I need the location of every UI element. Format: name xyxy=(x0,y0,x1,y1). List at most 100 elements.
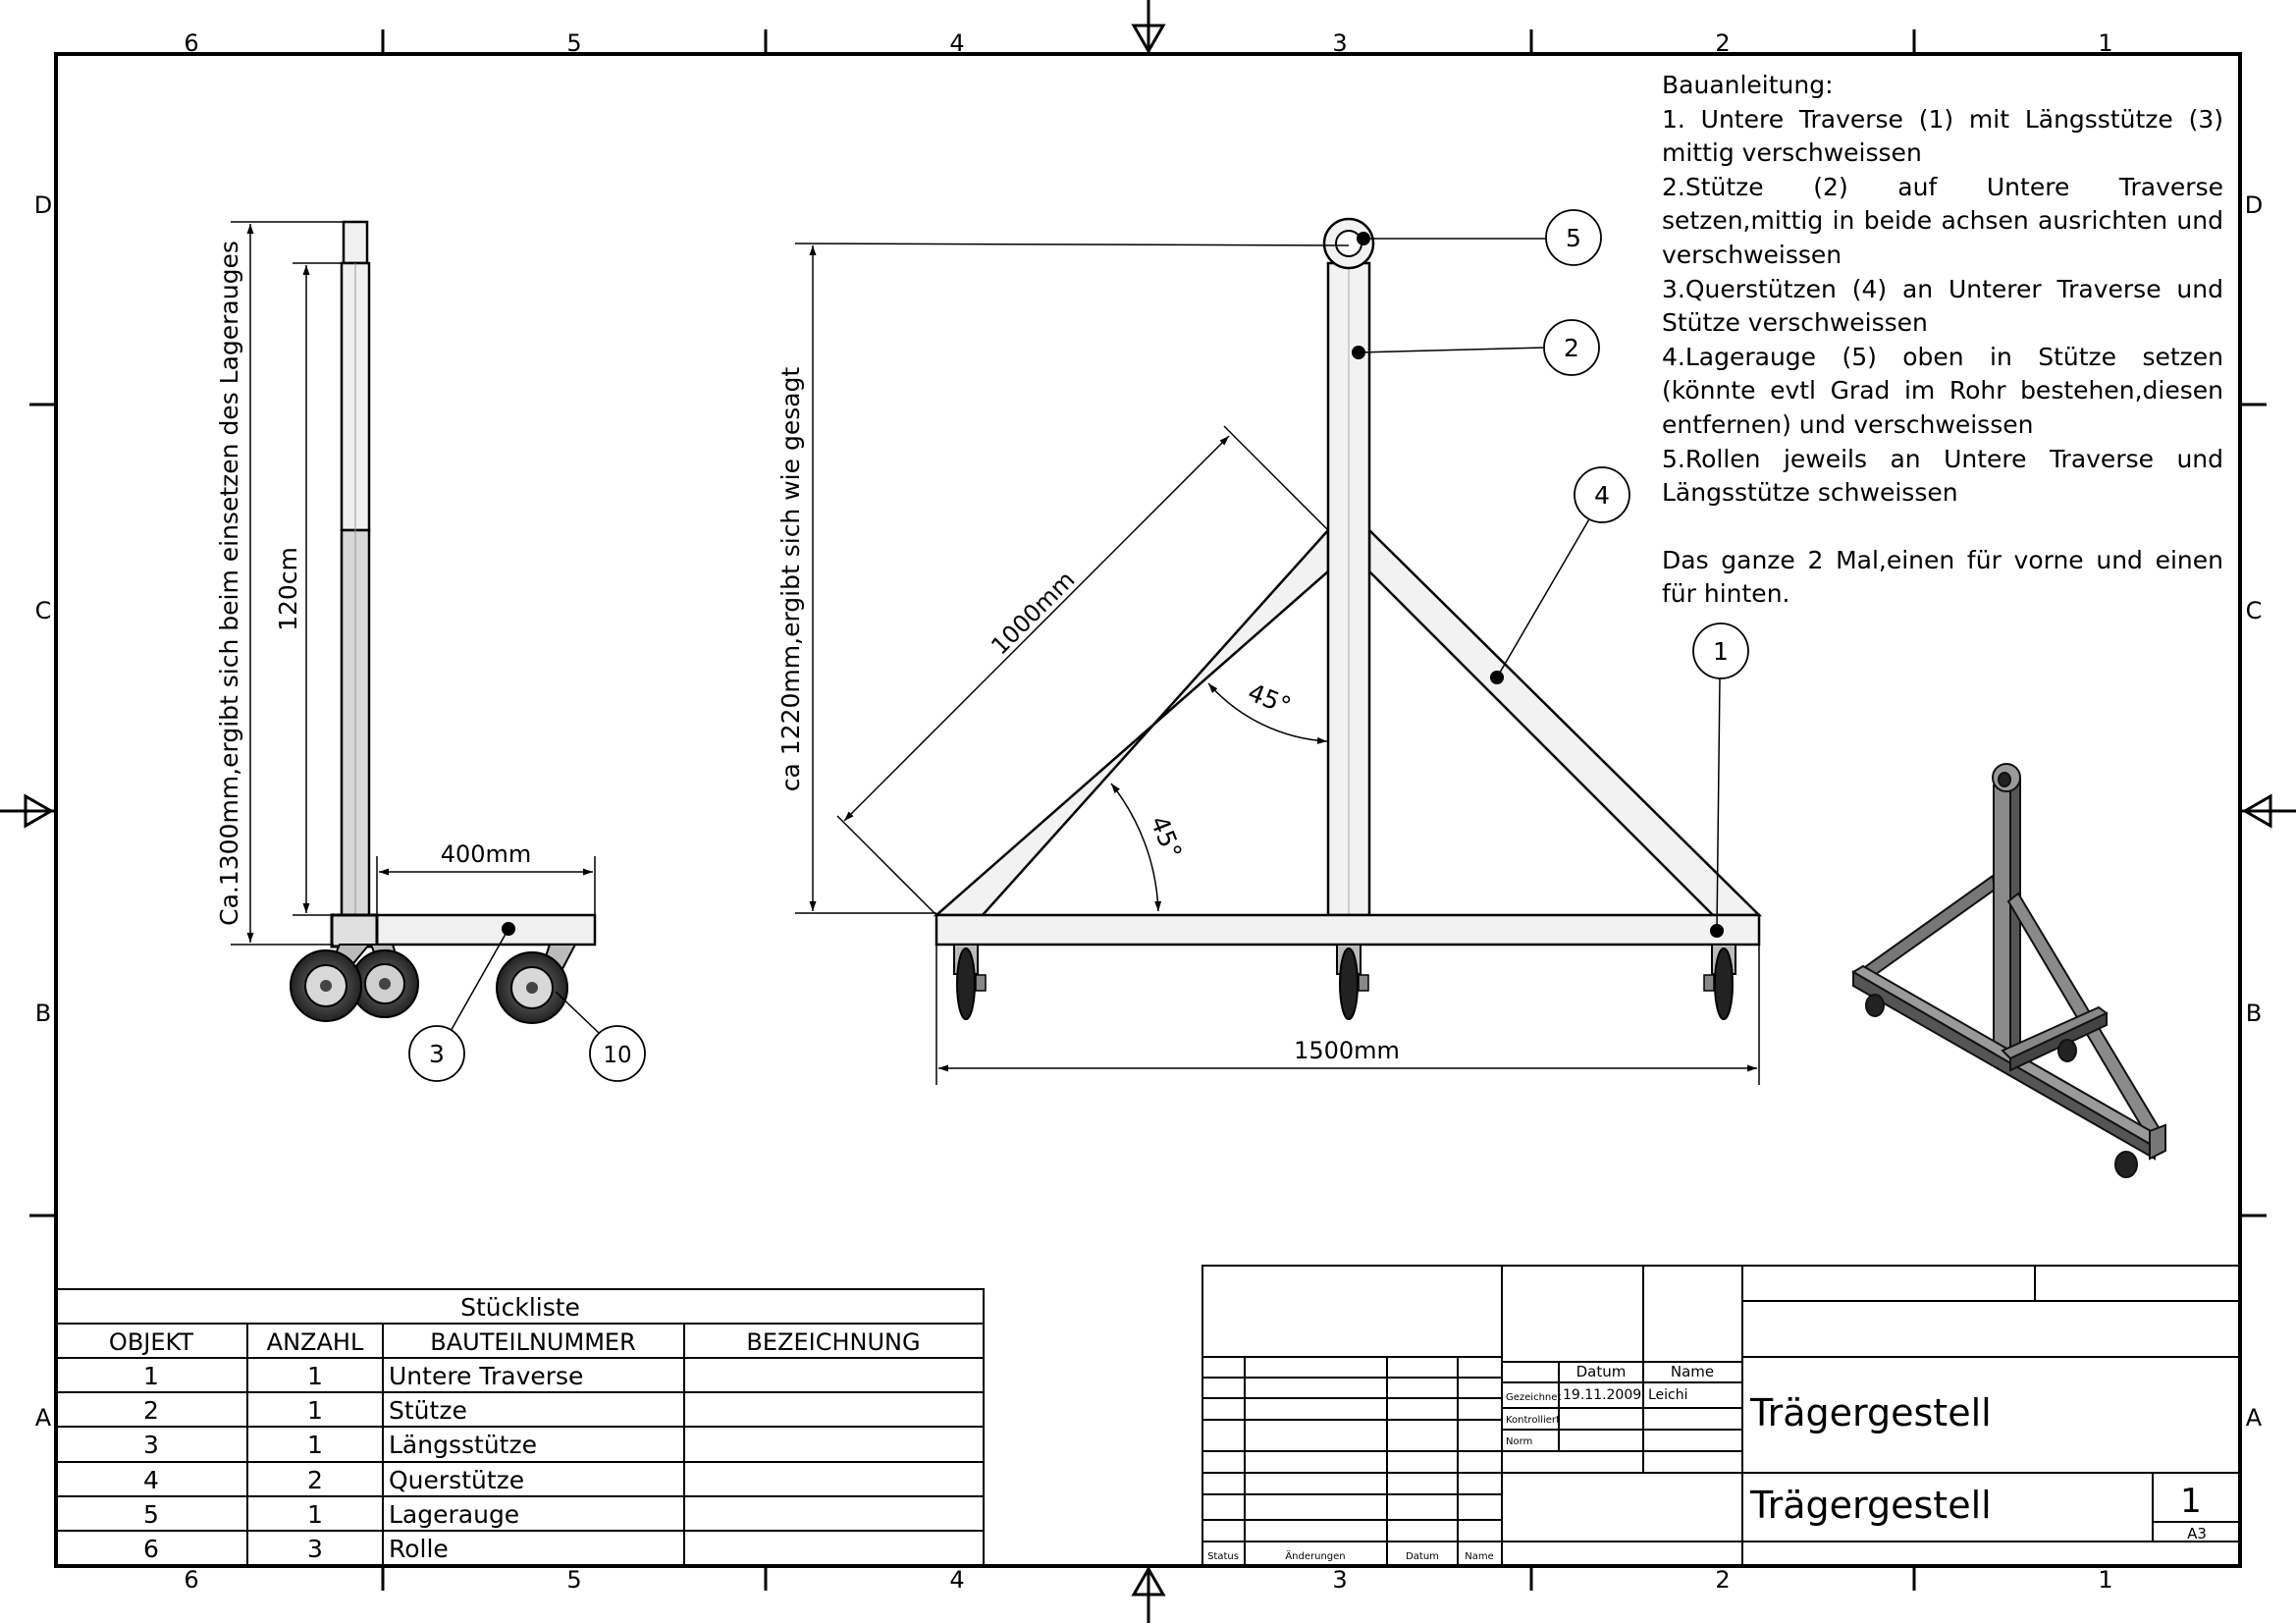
parts-header: ANZAHL xyxy=(267,1328,364,1356)
svg-text:3: 3 xyxy=(307,1535,323,1563)
svg-text:2: 2 xyxy=(307,1466,323,1494)
balloon-10: 10 xyxy=(555,991,646,1082)
svg-text:1: 1 xyxy=(307,1396,323,1425)
svg-text:3: 3 xyxy=(429,1040,445,1068)
svg-text:Stütze: Stütze xyxy=(389,1396,467,1425)
table-row: 6 3 Rolle xyxy=(143,1535,449,1563)
side-view: Ca.1300mm,ergibt sich beim einsetzen des… xyxy=(215,220,646,1082)
svg-text:4: 4 xyxy=(143,1466,159,1494)
svg-text:5: 5 xyxy=(143,1500,159,1529)
tb-row-kontrolliert: Kontrolliert xyxy=(1506,1415,1560,1426)
parts-list-title: Stückliste xyxy=(460,1293,580,1322)
parts-list: Stückliste OBJEKT ANZAHL BAUTEILNUMMER B… xyxy=(55,1288,985,1567)
tb-sheet-format: A3 xyxy=(2187,1525,2207,1542)
spacer xyxy=(1662,511,2223,544)
tb-rev-date: Datum xyxy=(1406,1551,1439,1562)
assembly-instructions: Bauanleitung: 1. Untere Traverse (1) mit… xyxy=(1662,69,2223,612)
dimension-front-height xyxy=(794,243,1350,914)
instruction-step: 1. Untere Traverse (1) mit Längsstütze (… xyxy=(1662,104,2223,168)
svg-text:1: 1 xyxy=(307,1362,323,1390)
zone-col-bottom: 3 xyxy=(1332,1566,1347,1594)
svg-text:Rolle: Rolle xyxy=(389,1535,449,1563)
svg-text:1: 1 xyxy=(307,1500,323,1529)
instruction-note: Das ganze 2 Mal,einen für vorne und eine… xyxy=(1662,545,2223,609)
dimension-brace xyxy=(836,425,1329,916)
parts-header: BEZEICHNUNG xyxy=(746,1328,920,1356)
svg-text:4: 4 xyxy=(1594,481,1610,510)
parts-header: BAUTEILNUMMER xyxy=(430,1328,636,1356)
dim-brace-label: 1000mm xyxy=(986,566,1080,660)
angle-upper-label: 45° xyxy=(1244,677,1295,720)
zone-row-left: B xyxy=(35,1000,51,1027)
iso-wheel xyxy=(2114,1151,2138,1178)
instruction-step: 4.Lagerauge (5) oben in Stütze setzen (k… xyxy=(1662,342,2223,439)
title-block: Datum Name Gezeichnet Kontrolliert Norm … xyxy=(1201,1265,2241,1567)
dim-total-height-label: Ca.1300mm,ergibt sich beim einsetzen des… xyxy=(215,241,243,926)
tb-subtitle: Trägergestell xyxy=(1749,1484,1992,1527)
svg-text:1: 1 xyxy=(307,1431,323,1459)
svg-text:Untere Traverse: Untere Traverse xyxy=(389,1362,583,1390)
zone-row-left: D xyxy=(34,191,52,219)
svg-text:3: 3 xyxy=(143,1431,159,1459)
side-wheel xyxy=(350,949,419,1018)
iso-wheel xyxy=(1865,994,1885,1017)
balloon-5: 5 xyxy=(1363,209,1602,266)
tb-drawn-by: Leichi xyxy=(1648,1387,1688,1403)
zone-col-top: 1 xyxy=(2098,29,2112,57)
zone-row-right: A xyxy=(2246,1404,2263,1432)
tb-col-name: Name xyxy=(1671,1363,1714,1380)
svg-text:1: 1 xyxy=(1713,637,1729,666)
tb-sheet-number: 1 xyxy=(2180,1482,2202,1521)
front-caster xyxy=(1336,944,1369,1020)
zone-col-bottom: 5 xyxy=(566,1566,581,1594)
svg-text:2: 2 xyxy=(1564,334,1579,362)
zone-col-top: 6 xyxy=(184,29,198,57)
tb-drawn-date: 19.11.2009 xyxy=(1563,1387,1641,1403)
zone-row-right: B xyxy=(2246,1000,2262,1027)
instruction-step: 2.Stütze (2) auf Untere Traverse setzen,… xyxy=(1662,172,2223,269)
zone-col-top: 2 xyxy=(1715,29,1730,57)
balloon-2: 2 xyxy=(1352,319,1600,376)
instruction-step: 5.Rollen jeweils an Untere Traverse und … xyxy=(1662,444,2223,508)
svg-text:6: 6 xyxy=(143,1535,159,1563)
instruction-step: 3.Querstützen (4) an Unterer Traverse un… xyxy=(1662,274,2223,338)
table-row: 1 1 Untere Traverse xyxy=(143,1362,583,1390)
zone-row-right: D xyxy=(2245,191,2263,219)
zone-row-left: C xyxy=(35,597,52,624)
zone-col-top: 4 xyxy=(949,29,964,57)
zone-labels: 6 5 4 3 2 1 6 5 4 3 2 1 D C B A D C B A xyxy=(34,29,2263,1594)
dimension-base-length xyxy=(376,856,596,915)
svg-text:Querstütze: Querstütze xyxy=(389,1466,524,1494)
zone-row-left: A xyxy=(35,1404,52,1432)
balloon-3: 3 xyxy=(408,928,509,1082)
tb-col-datum: Datum xyxy=(1576,1363,1627,1380)
side-wheel xyxy=(496,951,568,1024)
table-row: 2 1 Stütze xyxy=(143,1396,467,1425)
svg-text:Lagerauge: Lagerauge xyxy=(389,1500,519,1529)
isometric-view xyxy=(1851,763,2166,1178)
zone-col-bottom: 2 xyxy=(1715,1566,1730,1594)
svg-text:5: 5 xyxy=(1566,224,1581,252)
balloon-4: 4 xyxy=(1490,466,1630,684)
angle-lower xyxy=(1110,783,1162,912)
svg-text:1: 1 xyxy=(143,1362,159,1390)
svg-text:2: 2 xyxy=(143,1396,159,1425)
tb-rev-name: Name xyxy=(1465,1551,1494,1562)
svg-text:Längsstütze: Längsstütze xyxy=(389,1431,537,1459)
dimension-front-width xyxy=(935,945,1760,1085)
dimension-total-height xyxy=(231,221,344,946)
zone-col-bottom: 6 xyxy=(184,1566,198,1594)
dim-post-height-label: 120cm xyxy=(274,547,302,631)
dim-base-length-label: 400mm xyxy=(441,840,532,868)
instructions-title: Bauanleitung: xyxy=(1662,71,1834,99)
parts-header: OBJEKT xyxy=(109,1328,193,1356)
dim-front-height-label: ca 1220mm,ergibt sich wie gesagt xyxy=(776,367,805,792)
zone-row-right: C xyxy=(2246,597,2263,624)
angle-upper xyxy=(1207,682,1328,744)
front-view: ca 1220mm,ergibt sich wie gesagt 1000mm … xyxy=(776,209,1763,1085)
tb-rev-status: Status xyxy=(1207,1551,1239,1562)
table-row: 3 1 Längsstütze xyxy=(143,1431,537,1459)
angle-lower-label: 45° xyxy=(1145,812,1187,863)
